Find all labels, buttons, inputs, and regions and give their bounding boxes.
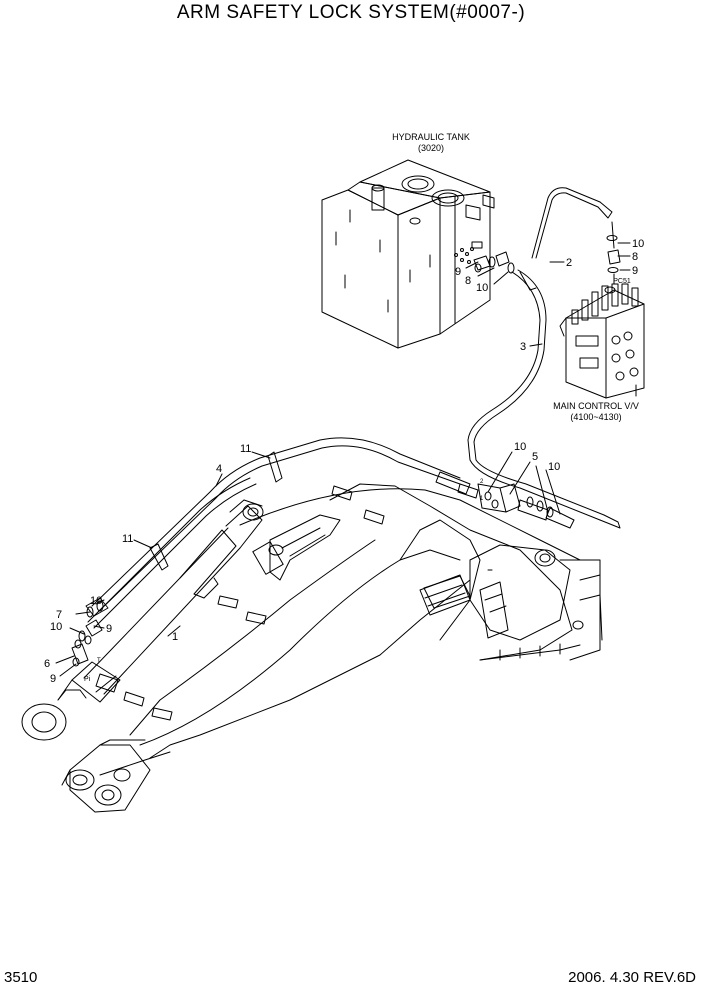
callout-9: 9 — [106, 623, 112, 635]
callout-numbers: 10 8 9 2 9 8 10 3 11 4 10 5 10 11 10 7 9… — [44, 238, 644, 685]
relief-block-5 — [477, 483, 575, 529]
revision-date: 2006. 4.30 REV.6D — [568, 969, 696, 986]
callout-9: 9 — [455, 266, 461, 278]
step-plate — [423, 575, 471, 609]
tank-ref-label: (3020) — [418, 143, 444, 153]
callout-8: 8 — [632, 251, 638, 263]
hydraulic-tank-drawing — [321, 159, 515, 349]
callout-4: 4 — [216, 463, 222, 475]
hose-2 — [531, 187, 621, 285]
page-title: ARM SAFETY LOCK SYSTEM(#0007-) — [176, 2, 526, 23]
callout-10: 10 — [632, 238, 644, 250]
callout-10: 10 — [476, 282, 488, 294]
callout-11: 11 — [122, 533, 133, 545]
callout-10: 10 — [50, 621, 62, 633]
callout-6: 6 — [44, 658, 50, 670]
callout-1: 1 — [172, 631, 178, 643]
cylinder-fittings — [71, 597, 109, 667]
callout-10: 10 — [548, 461, 560, 473]
callout-2: 2 — [566, 257, 572, 269]
callout-3: 3 — [520, 341, 526, 353]
main-control-valve-drawing — [559, 283, 645, 399]
callout-5: 5 — [532, 451, 538, 463]
port-t: T — [97, 658, 101, 664]
callout-11: 11 — [240, 443, 251, 455]
mcv-name-label: MAIN CONTROL V/V — [553, 401, 639, 411]
port-pc51: PC51 — [613, 278, 631, 285]
arm-cylinder-1 — [21, 499, 284, 741]
callout-8: 8 — [465, 275, 471, 287]
callout-9: 9 — [632, 265, 638, 277]
tank-name-label: HYDRAULIC TANK — [392, 132, 470, 142]
port-2: 2 — [480, 479, 484, 485]
port-1: 1 — [480, 496, 484, 502]
callout-10: 10 — [514, 441, 526, 453]
hose-4 — [87, 437, 479, 629]
page-number: 3510 — [4, 969, 38, 986]
component-labels: HYDRAULIC TANK (3020) MAIN CONTROL V/V (… — [392, 132, 639, 422]
callout-10: 10 — [90, 595, 102, 607]
hose-3 — [467, 269, 621, 529]
boom-structure — [61, 483, 603, 813]
mcv-ref-label: (4100~4130) — [570, 412, 621, 422]
callout-7: 7 — [56, 609, 62, 621]
callout-9: 9 — [50, 673, 56, 685]
leader-lines — [55, 242, 631, 677]
port-labels: PC51 Pi T 1 2 — [84, 278, 631, 683]
port-pi: Pi — [84, 676, 91, 683]
